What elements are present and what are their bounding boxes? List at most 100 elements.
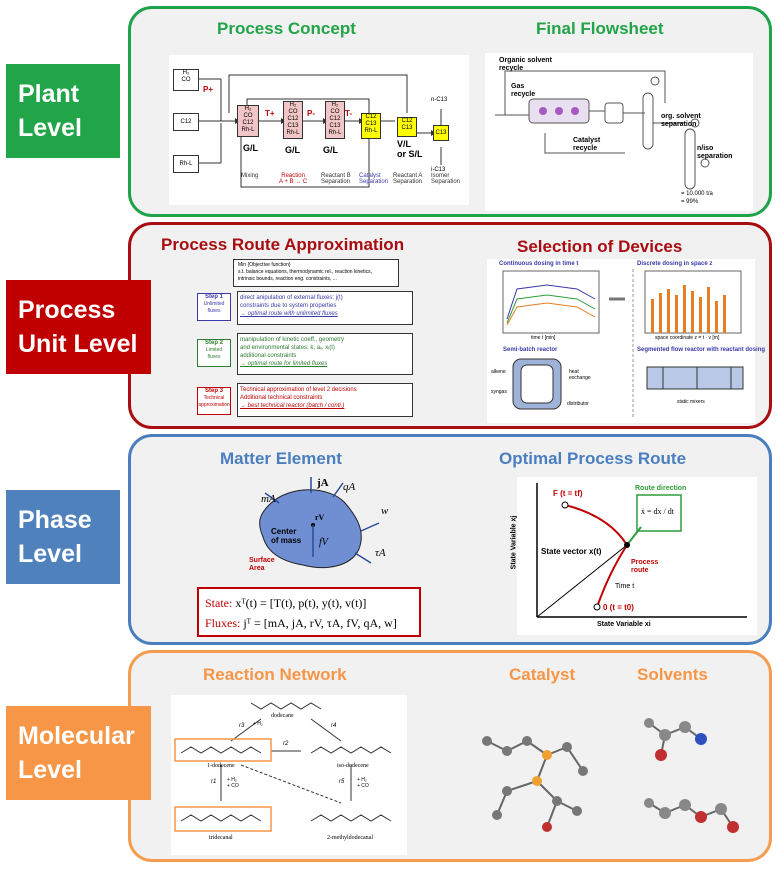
state-label: State: xyxy=(205,596,233,610)
mixing-label: Mixing xyxy=(241,173,259,179)
space-axis-label: space coordinate z = t · v [m] xyxy=(655,335,720,341)
optimal-route-plot: F (t = tf) 0 (t = t0) Route direction ẋ … xyxy=(510,477,757,635)
t-plus-label: T+ xyxy=(265,109,275,118)
molecular-level-tag: Molecular Level xyxy=(6,706,151,800)
final-flowsheet-title: Final Flowsheet xyxy=(536,19,664,38)
route-direction-label: Route direction xyxy=(635,485,687,492)
ma-label: mA xyxy=(261,493,276,505)
matter-element-figure xyxy=(259,477,380,569)
reaction-network-figure: dodecane 1-dodecene iso-dodecene trideca… xyxy=(171,695,407,855)
rv-label: rV xyxy=(315,513,325,522)
zero-point-label: 0 (t = t0) xyxy=(603,603,634,612)
catalyst-sep-label: Catalyst Separation xyxy=(359,173,389,185)
step-2-content: manipulation of kinetic coeff., geometry… xyxy=(237,333,413,375)
surface-area-label: Surface Area xyxy=(249,557,275,572)
process-concept-title: Process Concept xyxy=(217,19,356,38)
unit-panel: Process Route Approximation Selection of… xyxy=(128,222,772,429)
catalyst-sep-box: C12 C13 Rh-L xyxy=(361,113,381,139)
mixer-1-box: H₂ CO C12 Rh-L xyxy=(237,105,259,137)
static-mixers-label: static mixers xyxy=(677,399,705,405)
center-of-mass-label: Center of mass xyxy=(271,527,302,545)
p-minus-label: P- xyxy=(307,109,315,118)
process-concept-lines xyxy=(199,74,442,188)
h2co-label-2: + H₂ + CO xyxy=(357,777,369,789)
ja-label: jA xyxy=(317,477,329,489)
reaction-network-title: Reaction Network xyxy=(203,665,347,684)
r5-label: r5 xyxy=(339,779,345,785)
gas-recycle-label: Gas recycle xyxy=(511,83,536,98)
discrete-label: Discrete dosing in space z xyxy=(637,261,713,267)
syngas-label: syngas xyxy=(491,389,507,395)
semibatch-label: Semi-batch reactor xyxy=(503,347,558,353)
phase-level-tag: Phase Level xyxy=(6,490,120,584)
process-concept-diagram: H₂ CO C12 Rh-L P+ H₂ CO C12 Rh-L T+ H₂ C… xyxy=(169,55,469,205)
r3-label: r3 xyxy=(239,723,245,729)
segmented-label: Segmented flow reactor with reactant dos… xyxy=(637,347,766,353)
alkene-label: alkene xyxy=(491,369,506,375)
xdot-equation: ẋ = dx / dt xyxy=(641,507,674,516)
reactant-a-label: Reactant A Separation xyxy=(393,173,423,185)
plant-panel: Process Concept Final Flowsheet xyxy=(128,6,772,217)
devices-figure: Continuous dosing in time t Discrete dos… xyxy=(487,259,765,423)
state-flux-box: State: xᵀ(t) = [T(t), p(t), y(t), v(t)] … xyxy=(197,587,421,637)
continuous-label: Continuous dosing in time t xyxy=(499,261,579,267)
methyldodecanal-label: 2-methyldodecanal xyxy=(327,835,373,841)
gl-label-3: G/L xyxy=(323,145,338,155)
w-label: w xyxy=(381,505,389,517)
heat-exchange-label: heat exchange xyxy=(569,369,591,381)
devices-plots xyxy=(502,269,744,419)
step-1-content: direct anipulation of external fluxes: j… xyxy=(237,291,413,325)
time-label: Time t xyxy=(615,583,635,590)
plant-level-tag: Plant Level xyxy=(6,64,120,158)
route-approx-title: Process Route Approximation xyxy=(161,235,405,254)
objective-box: Min {Objective function} s.t. balance eq… xyxy=(233,259,399,287)
matter-element-title: Matter Element xyxy=(220,449,342,468)
feed-rhl-box: Rh-L xyxy=(173,155,199,173)
iso-sep-label: n/iso separation xyxy=(697,145,733,160)
mixer-3-box: H₂ CO C12 C13 Rh-L xyxy=(325,101,345,139)
unit-level-tag: Process Unit Level xyxy=(6,280,151,374)
catalyst-title: Catalyst xyxy=(509,665,576,684)
process-route-label: Process route xyxy=(631,559,659,574)
solvent-models xyxy=(644,718,739,833)
gl-label-2: G/L xyxy=(285,145,300,155)
catalyst-model xyxy=(482,736,588,832)
devices-title: Selection of Devices xyxy=(517,237,683,256)
h2-label-1: + H₂ xyxy=(253,721,263,727)
gl-label-1: G/L xyxy=(243,143,258,153)
dodecane-label: dodecane xyxy=(271,713,294,719)
i-c13-label: i-C13 xyxy=(431,167,446,173)
state-vector-label: State vector x(t) xyxy=(541,547,602,556)
h2co-label-1: + H₂ + CO xyxy=(227,777,239,789)
purity-spec: = 99% xyxy=(681,199,699,205)
reaction-network-lines xyxy=(174,702,392,832)
phase-panel: Matter Element Optimal Process Route jA … xyxy=(128,434,772,645)
isomer-sep-label: Isomer Separation xyxy=(431,173,461,185)
molecular-panel: Reaction Network Catalyst Solvents dodec… xyxy=(128,650,772,862)
reaction-label: Reaction A + B → C xyxy=(279,173,308,185)
route-plot-lines xyxy=(536,483,747,618)
qa-label: qA xyxy=(343,481,356,493)
x-axis-label: State Variable xi xyxy=(597,621,651,628)
vl-label: V/L or S/L xyxy=(397,139,423,159)
reactant-a-sep-box: C12 C13 xyxy=(397,117,417,137)
mixer-2-box: H₂ CO C12 C13 Rh-L xyxy=(283,101,303,139)
optimal-route-title: Optimal Process Route xyxy=(499,449,687,468)
r4-label: r4 xyxy=(331,723,337,729)
route-approx-chart: Min {Objective function} s.t. balance eq… xyxy=(193,259,437,425)
solvents-title: Solvents xyxy=(637,665,708,684)
f-point-label: F (t = tf) xyxy=(553,489,583,498)
isomer-sep-box: C13 xyxy=(433,125,449,141)
iso-dodecene-label: iso-dodecene xyxy=(337,763,369,769)
feed-c12-box: C12 xyxy=(173,113,199,131)
tridecanal-label: tridecanal xyxy=(209,835,233,841)
flowsheet-lines xyxy=(495,70,710,190)
tau-label: τA xyxy=(375,547,386,559)
distributor-label: distributor xyxy=(567,401,589,407)
fluxes-label: Fluxes: xyxy=(205,616,241,630)
final-flowsheet-diagram: Organic solvent recycle Gas recycle Cata… xyxy=(485,53,753,211)
catalyst-recycle-label: Catalyst recycle xyxy=(573,137,601,152)
